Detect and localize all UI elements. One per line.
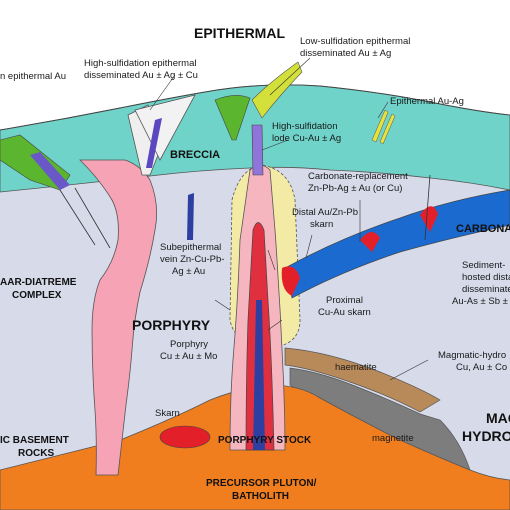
distal-skarn-patch-1 — [360, 231, 380, 252]
label-hs-lode-2: lode Cu-Au ± Ag — [272, 133, 341, 144]
label-epithermal-au-left: n epithermal Au — [0, 71, 66, 82]
label-pluton-2: BATHOLITH — [232, 491, 289, 502]
label-skarn: Skarn — [155, 408, 180, 419]
label-sed-1: Sediment- — [462, 260, 505, 271]
label-proximal-1: Proximal — [326, 295, 363, 306]
skarn-lens — [159, 425, 211, 449]
label-magmatic-hydro-1: Magmatic-hydro — [438, 350, 506, 361]
label-subepi-1: Subepithermal — [160, 242, 221, 253]
label-porphyry-cu-2: Cu ± Au ± Mo — [160, 351, 217, 362]
haematite-band — [284, 347, 441, 413]
label-diatreme-2: COMPLEX — [12, 290, 62, 301]
label-magnetite: magnetite — [372, 433, 414, 444]
label-pluton-1: PRECURSOR PLUTON/ — [206, 478, 317, 489]
label-basement-2: ROCKS — [18, 448, 54, 459]
hs-epithermal-purple-vein — [146, 118, 162, 168]
label-diatreme-1: AAR-DIATREME — [0, 277, 77, 288]
subepithermal-vein — [187, 193, 194, 240]
label-sed-3: disseminate — [462, 284, 510, 295]
label-distal-skarn-2: skarn — [310, 219, 333, 230]
label-haematite: haematite — [335, 362, 377, 373]
proximal-skarn — [281, 266, 300, 296]
distal-skarn-patch-2 — [420, 206, 438, 232]
ls-epithermal-yellow — [251, 61, 303, 119]
purple-vein-left — [30, 152, 70, 190]
hs-epithermal-disseminated — [134, 94, 196, 161]
label-hs-epithermal-1: High-sulfidation epithermal — [84, 58, 196, 69]
label-ls-epithermal-1: Low-sulfidation epithermal — [300, 36, 410, 47]
hs-green-fan — [214, 95, 251, 141]
label-porphyry: PORPHYRY — [132, 317, 211, 333]
label-porphyry-cu-1: Porphyry — [170, 339, 208, 350]
diatreme-pipe — [79, 159, 158, 476]
label-carb-repl-2: Zn-Pb-Ag ± Au (or Cu) — [308, 183, 402, 194]
label-sed-2: hosted dista — [462, 272, 510, 283]
label-subepi-3: Ag ± Au — [172, 266, 205, 277]
label-breccia: BRECCIA — [170, 149, 220, 161]
fault-lines — [59, 174, 431, 249]
hs-lode — [251, 124, 264, 176]
carbonate-bar — [284, 189, 510, 299]
label-basement-1: IC BASEMENT — [0, 435, 69, 446]
label-sed-4: Au-As ± Sb ± — [452, 296, 508, 307]
label-ls-epithermal-2: disseminated Au ± Ag — [300, 48, 391, 59]
label-carbonate: CARBONATE — [456, 223, 510, 235]
label-mag-hydro-big-2: HYDRO — [462, 428, 510, 444]
epithermal-au-ag-veins — [371, 109, 396, 145]
leader-lines — [149, 57, 429, 381]
label-hs-lode-1: High-sulfidation — [272, 121, 337, 132]
label-hs-epithermal-2: disseminated Au ± Ag ± Cu — [84, 70, 198, 81]
label-subepi-2: vein Zn-Cu-Pb- — [160, 254, 224, 265]
label-distal-skarn-1: Distal Au/Zn-Pb — [292, 207, 358, 218]
stock-blue-vein — [253, 300, 265, 450]
label-porphyry-stock: PORPHYRY STOCK — [218, 435, 312, 446]
label-proximal-2: Cu-Au skarn — [318, 307, 371, 318]
label-mag-hydro-big-1: MAG — [486, 410, 510, 426]
label-epithermal: EPITHERMAL — [194, 25, 285, 41]
label-epithermal-au-ag: Epithermal Au-Ag — [390, 96, 464, 107]
surface-line — [0, 84, 510, 131]
label-magmatic-hydro-2: Cu, Au ± Co — [456, 362, 507, 373]
label-carb-repl-1: Carbonate-replacement — [308, 171, 408, 182]
